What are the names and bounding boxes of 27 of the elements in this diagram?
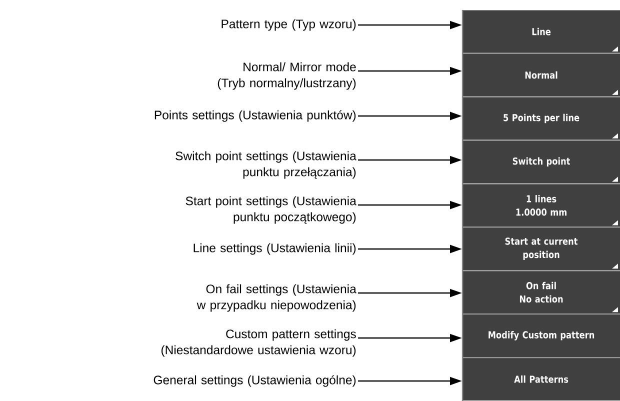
menu-button: 1 lines 1.0000 mm (462, 184, 620, 227)
label-text: Pattern type (Typ wzoru) (222, 19, 356, 31)
menu-button: Start at current position (462, 228, 620, 270)
label-text: Custom pattern settings (Niestandardowe ustawienia wzoru) (161, 329, 356, 357)
label-text: On fail settings (Ustawienia w przypadku niepowodzenia) (196, 284, 356, 312)
node-label: All Patterns (514, 375, 568, 383)
menu-button: Switch point (462, 140, 620, 184)
label-text: Points settings (Ustawienia punktów) (154, 110, 356, 122)
node-label: Switch point (512, 157, 570, 167)
menu-button: Normal (462, 54, 620, 96)
node-label: Start at current position (505, 238, 578, 260)
label-text: Normal/ Mirror mode (Tryb normalny/lustrzany) (218, 62, 356, 90)
node-label: 5 Points per line (504, 114, 580, 124)
node-label: On fail No action (520, 282, 563, 303)
label-text: Start point settings (Ustawienia punktu początkowego) (186, 196, 356, 224)
label-text: Switch point settings (Ustawienia punktu przełączania) (176, 151, 356, 179)
menu-button: Line (462, 10, 620, 53)
label-text: General settings (Ustawienia ogólne) (154, 375, 356, 387)
menu-button: All Patterns (462, 358, 620, 400)
node-label: Line (532, 28, 551, 36)
menu-button: Modify Custom pattern (462, 314, 620, 358)
menu-button: On fail No action (462, 270, 620, 314)
menu-button: 5 Points per line (462, 97, 620, 140)
node-label: Modify Custom pattern (488, 331, 594, 340)
node-label: Normal (525, 71, 558, 79)
node-label: 1 lines 1.0000 mm (516, 194, 566, 216)
label-text: Line settings (Ustawienia linii) (194, 243, 356, 255)
